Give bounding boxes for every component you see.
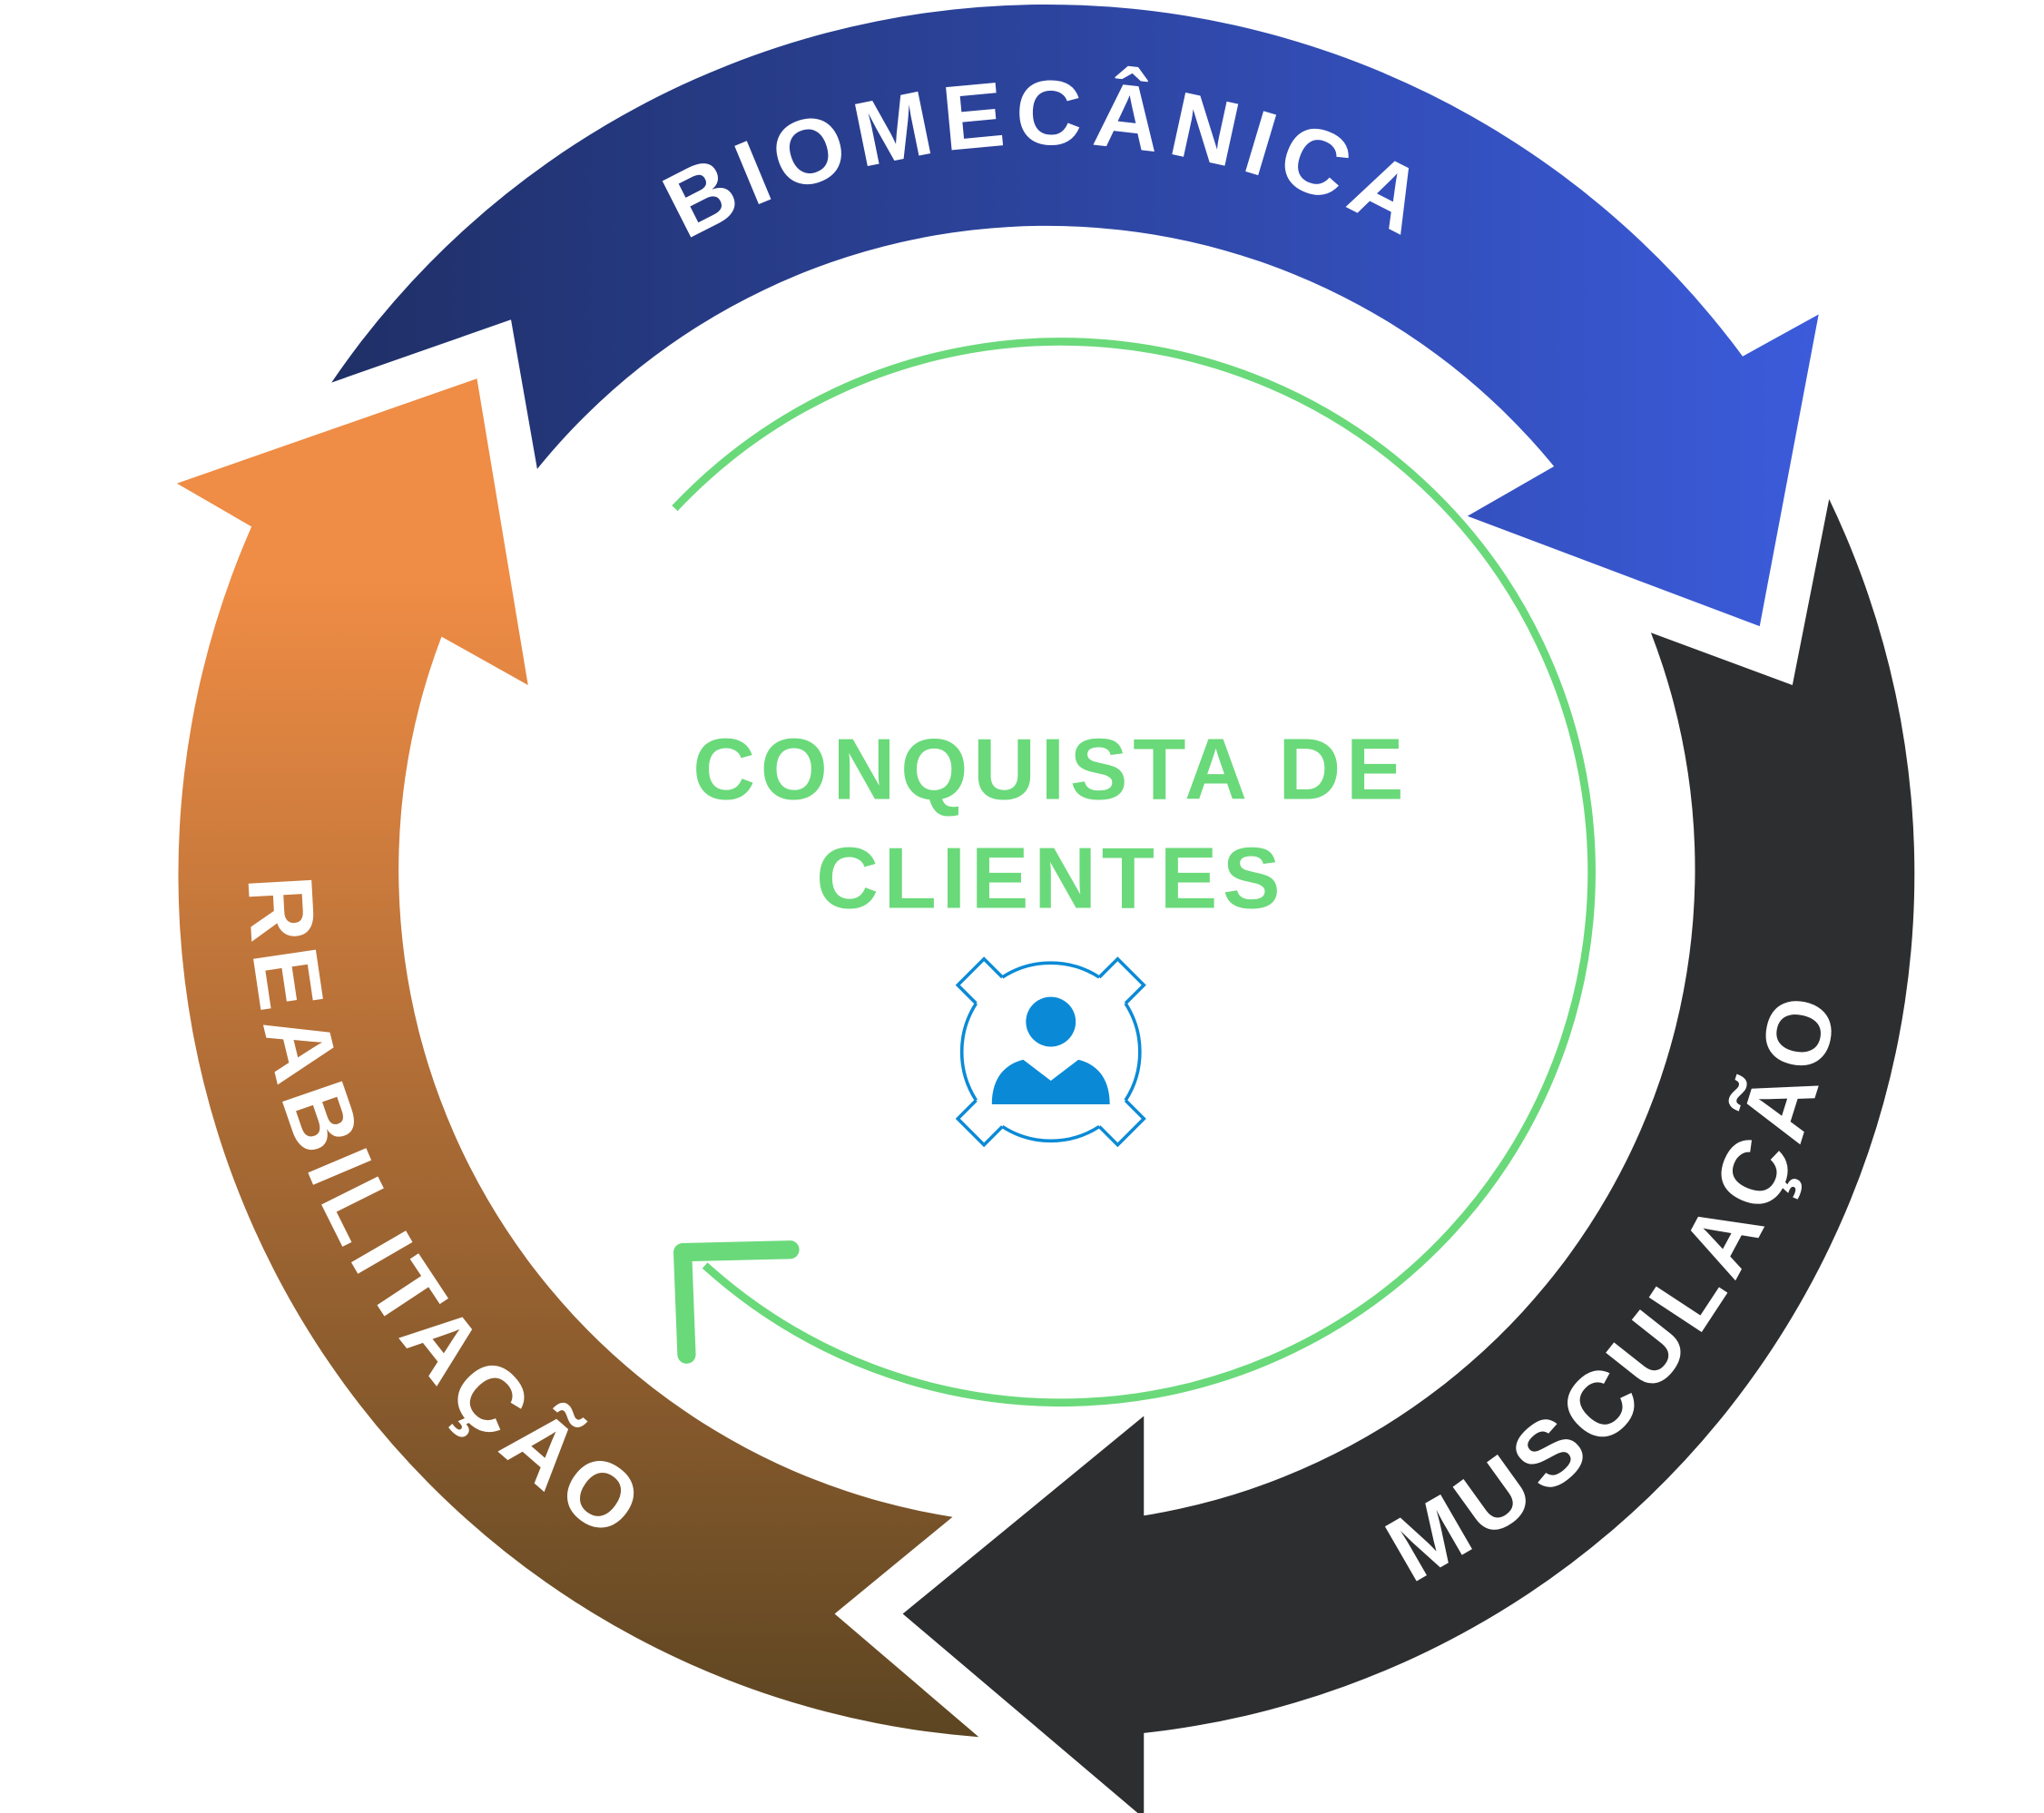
inner-cycle-arc	[672, 338, 1596, 1406]
reabilitacao-arrow	[176, 378, 979, 1738]
center-title-line-1: CONQUISTA DE	[693, 722, 1409, 818]
biomecanica-arrow	[331, 4, 1819, 627]
customer-target-icon	[955, 956, 1146, 1148]
musculacao-arrow	[902, 499, 1915, 1813]
center-title-line-2: CLIENTES	[816, 830, 1285, 926]
inner-cycle-arrowhead	[673, 1240, 800, 1364]
